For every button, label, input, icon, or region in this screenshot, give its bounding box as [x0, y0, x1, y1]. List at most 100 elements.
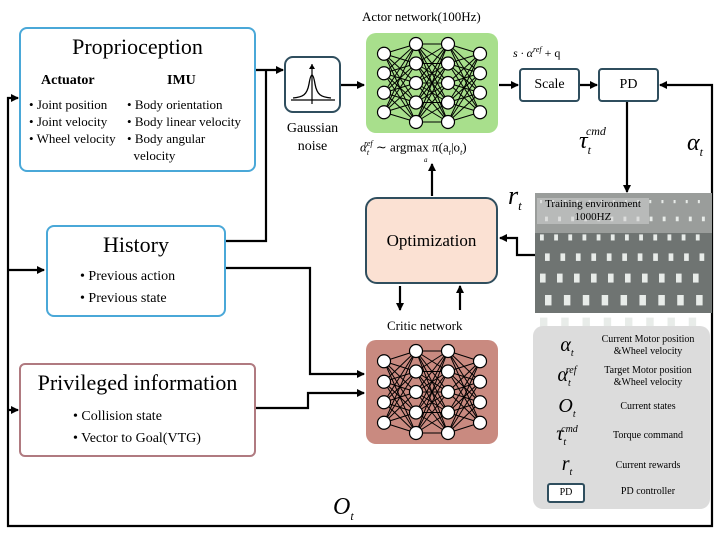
network-node [408, 364, 424, 379]
env-robot [540, 234, 544, 241]
history-box: History • Previous action • Previous sta… [46, 225, 226, 317]
env-robot [637, 253, 643, 261]
network-edge [447, 401, 481, 434]
legend-symbol: αtref [557, 364, 577, 389]
network-node [440, 343, 456, 359]
arrow-history-to-critic [226, 266, 365, 378]
env-robot [622, 253, 627, 261]
env-robot [557, 273, 563, 283]
scale-formula: s · αref + q [513, 45, 561, 60]
network-node [440, 364, 456, 379]
env-robot [653, 253, 658, 261]
alpha-label: αt [687, 130, 703, 159]
network-node [376, 354, 392, 369]
env-robot [574, 273, 580, 283]
network-edge [447, 92, 481, 123]
network-node [472, 85, 488, 100]
env-robot [625, 273, 631, 283]
network-node [472, 354, 488, 369]
network-node [376, 395, 392, 410]
env-robot [591, 273, 597, 283]
env-robot [659, 273, 665, 283]
env-robot [608, 273, 614, 283]
legend-pd-symbol: PD [547, 483, 585, 503]
actuator-item: • Wheel velocity [29, 131, 116, 146]
training-env-caption: Training environment 1000HZ [537, 198, 649, 224]
network-edge [383, 371, 417, 424]
env-robot [668, 253, 674, 261]
network-node [440, 95, 456, 110]
network-edge [447, 53, 481, 123]
legend-text: Current Motor position &Wheel velocity [601, 334, 695, 357]
env-robot [575, 253, 581, 261]
env-robot [582, 234, 587, 241]
network-node [440, 56, 456, 71]
imu-item: velocity [133, 148, 176, 163]
legend-symbol: αt [560, 334, 574, 359]
imu-heading: IMU [167, 73, 196, 88]
env-robot [545, 253, 550, 261]
env-robot [701, 216, 705, 222]
legend-symbol: Ot [558, 395, 576, 420]
env-robot [684, 253, 689, 261]
legend-symbol: rt [561, 453, 573, 478]
legend-text: Target Motor position &Wheel velocity [604, 365, 692, 388]
network-edge [447, 360, 481, 413]
network-node [440, 384, 456, 400]
reward-label: rt [508, 181, 522, 214]
network-node [376, 105, 392, 120]
network-node [408, 114, 424, 130]
env-robot [596, 234, 601, 241]
env-robot [685, 200, 688, 204]
env-robot [667, 317, 675, 330]
env-robot [591, 253, 597, 261]
env-robot [688, 317, 697, 330]
env-robot [662, 216, 666, 222]
env-robot [642, 273, 648, 283]
network-node [440, 114, 456, 130]
network-edge [415, 350, 449, 413]
env-robot [696, 295, 703, 306]
env-robot [677, 295, 684, 306]
env-robot [540, 317, 548, 330]
env-robot [560, 253, 566, 261]
env-robot [693, 273, 699, 283]
network-node [376, 46, 392, 61]
env-robot [601, 295, 609, 306]
network-edge [447, 72, 481, 123]
network-edge [415, 43, 449, 84]
imu-item: • Body angular [127, 131, 206, 146]
network-node [472, 415, 488, 430]
network-node [376, 415, 392, 430]
network-edge [383, 43, 417, 113]
env-robot [658, 295, 665, 306]
network-node [408, 75, 424, 91]
gaussian-noise-label: Gaussian noise [286, 121, 339, 154]
network-edge [415, 350, 449, 434]
env-robot [606, 253, 612, 261]
network-node [440, 36, 456, 52]
network-node [408, 384, 424, 400]
arrow-history-to-noise [226, 70, 268, 243]
network-edge [447, 53, 481, 103]
actor-policy-formula: αtref ∼ argmax π(at|ot) [360, 139, 467, 157]
critic-network-title: Critic network [387, 318, 463, 333]
proprioception-title: Proprioception [72, 34, 203, 59]
network-edge [383, 43, 417, 94]
env-robot [661, 200, 664, 204]
env-robot [688, 216, 692, 222]
scale-box: Scale [519, 68, 580, 102]
history-list: • Previous action • Previous state [80, 266, 175, 310]
imu-list: • Body orientation • Body linear velocit… [127, 96, 241, 164]
pd-box: PD [598, 68, 659, 102]
arrow-privileged-to-critic [256, 389, 365, 410]
imu-item: • Body orientation [127, 97, 223, 112]
env-robot [649, 216, 653, 222]
network-node [408, 405, 424, 420]
optimization-box: Optimization [365, 197, 498, 284]
network-node [376, 374, 392, 389]
network-node [472, 374, 488, 389]
legend-text: Torque command [612, 430, 684, 441]
network-edge [415, 371, 449, 434]
